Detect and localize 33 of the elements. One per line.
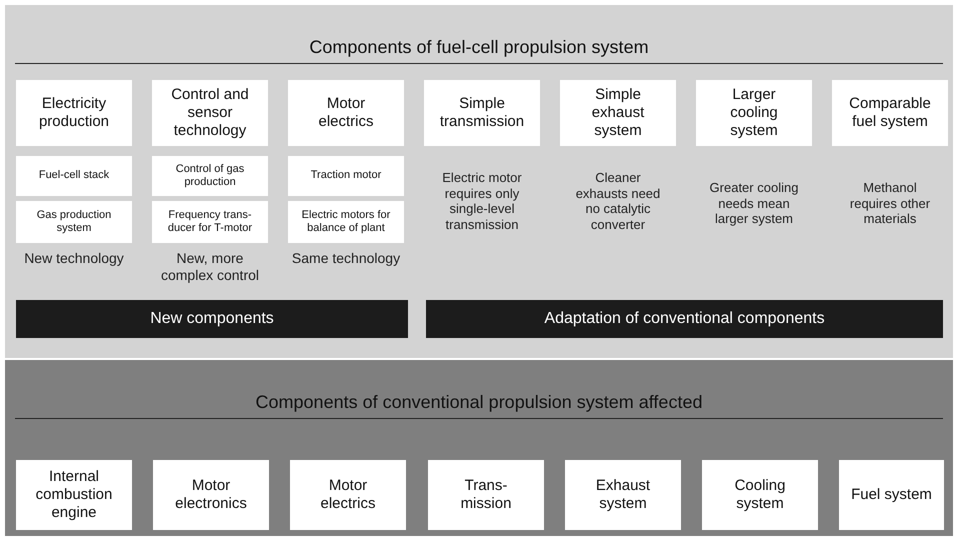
component-box: Simple exhaust system bbox=[560, 80, 676, 146]
component-box: Electricity production bbox=[16, 80, 132, 146]
subcomponent-box: Fuel-cell stack bbox=[16, 156, 132, 196]
annotation-text: New, more complex control bbox=[160, 250, 260, 284]
subcomponent-box: Control of gas production bbox=[152, 156, 268, 196]
subcomponent-box: Frequency trans- ducer for T-motor bbox=[152, 201, 268, 243]
component-box: Larger cooling system bbox=[696, 80, 812, 146]
category-bar: New components bbox=[16, 300, 408, 338]
system-panel bbox=[5, 5, 953, 358]
component-box: Motor electrics bbox=[290, 460, 406, 530]
annotation-text: Same technology bbox=[290, 250, 402, 267]
component-box: Comparable fuel system bbox=[832, 80, 948, 146]
component-box: Internal combustion engine bbox=[16, 460, 132, 530]
component-box: Motor electrics bbox=[288, 80, 404, 146]
annotation-text: New technology bbox=[23, 250, 125, 267]
component-box: Control and sensor technology bbox=[152, 80, 268, 146]
system-panel bbox=[5, 360, 953, 536]
panel-title: Components of fuel-cell propulsion system bbox=[308, 37, 650, 59]
panel-title: Components of conventional propulsion system affected bbox=[254, 392, 704, 414]
subcomponent-box: Electric motors for balance of plant bbox=[288, 201, 404, 243]
annotation-text: Cleaner exhausts need no catalytic converter bbox=[574, 170, 662, 232]
component-box: Motor electronics bbox=[153, 460, 269, 530]
annotation-text: Greater cooling needs mean larger system bbox=[708, 180, 800, 227]
component-box: Fuel system bbox=[839, 460, 944, 530]
component-box: Trans- mission bbox=[428, 460, 544, 530]
subcomponent-box: Gas production system bbox=[16, 201, 132, 243]
annotation-text: Methanol requires other materials bbox=[848, 180, 932, 227]
component-box: Simple transmission bbox=[424, 80, 540, 146]
annotation-text: Electric motor requires only single-level transmission bbox=[441, 170, 523, 232]
component-box: Cooling system bbox=[702, 460, 818, 530]
component-box: Exhaust system bbox=[565, 460, 681, 530]
category-bar: Adaptation of conventional components bbox=[426, 300, 943, 338]
subcomponent-box: Traction motor bbox=[288, 156, 404, 196]
